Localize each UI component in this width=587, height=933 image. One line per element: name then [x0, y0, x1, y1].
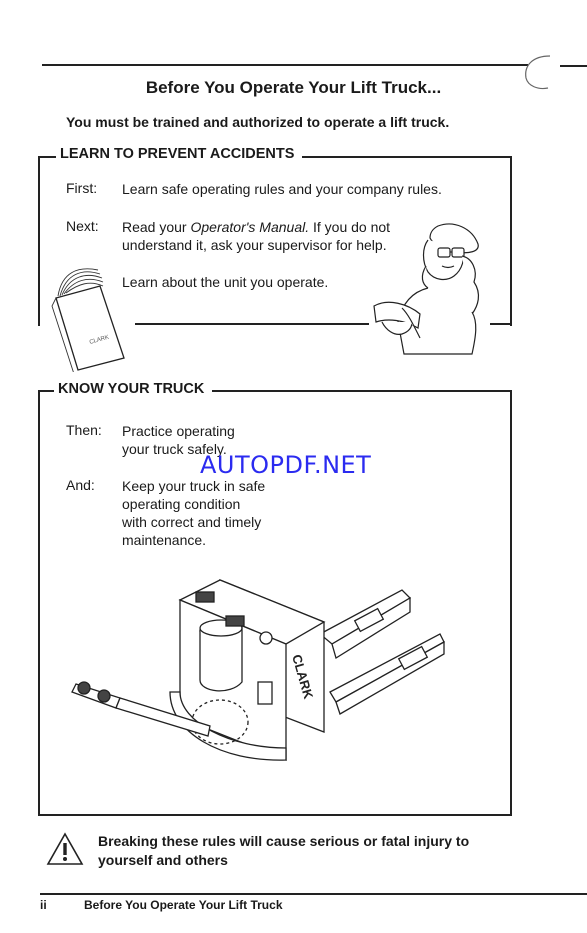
pallet-truck-illustration: CLARK [71, 579, 445, 761]
learn-heading: LEARN TO PREVENT ACCIDENTS [56, 146, 303, 162]
next-label: Next: [66, 218, 99, 234]
page-subtitle: You must be trained and authorized to op… [66, 114, 450, 130]
top-rule [42, 64, 528, 66]
next-text: Read your Operator's Manual. If you do n… [122, 219, 391, 253]
truck-box [38, 390, 512, 816]
warning-text: Breaking these rules will cause serious … [98, 833, 470, 868]
footer-rule [40, 893, 587, 895]
operator-reading-manual-illustration [373, 223, 480, 355]
manual-booklet-icon: CLARK [51, 268, 125, 372]
svg-text:CLARK: CLARK [89, 335, 110, 346]
top-rule-right [560, 65, 587, 67]
then-text: Practice operating your truck safely. [122, 423, 235, 457]
page-title: Before You Operate Your Lift Truck... [145, 78, 442, 97]
footer-page-number: ii [40, 898, 47, 912]
manual-title: Operator's Manual. [190, 219, 310, 235]
learn-box-bottom-rule [135, 323, 369, 325]
learn-unit-text: Learn about the unit you operate. [122, 274, 329, 290]
page-corner-curl-icon [525, 55, 551, 90]
first-label: First: [66, 180, 98, 196]
truck-heading: KNOW YOUR TRUCK [54, 381, 213, 397]
and-text: Keep your truck in safe operating condit… [122, 478, 266, 548]
then-label: Then: [66, 422, 102, 438]
first-text: Learn safe operating rules and your comp… [122, 181, 442, 197]
footer-title: Before You Operate Your Lift Truck [84, 898, 283, 912]
and-label: And: [66, 477, 95, 493]
watermark-text: AUTOPDF.NET [200, 451, 372, 479]
warning-triangle-icon [46, 832, 84, 865]
learn-box-bottom-rule-right [490, 323, 510, 325]
